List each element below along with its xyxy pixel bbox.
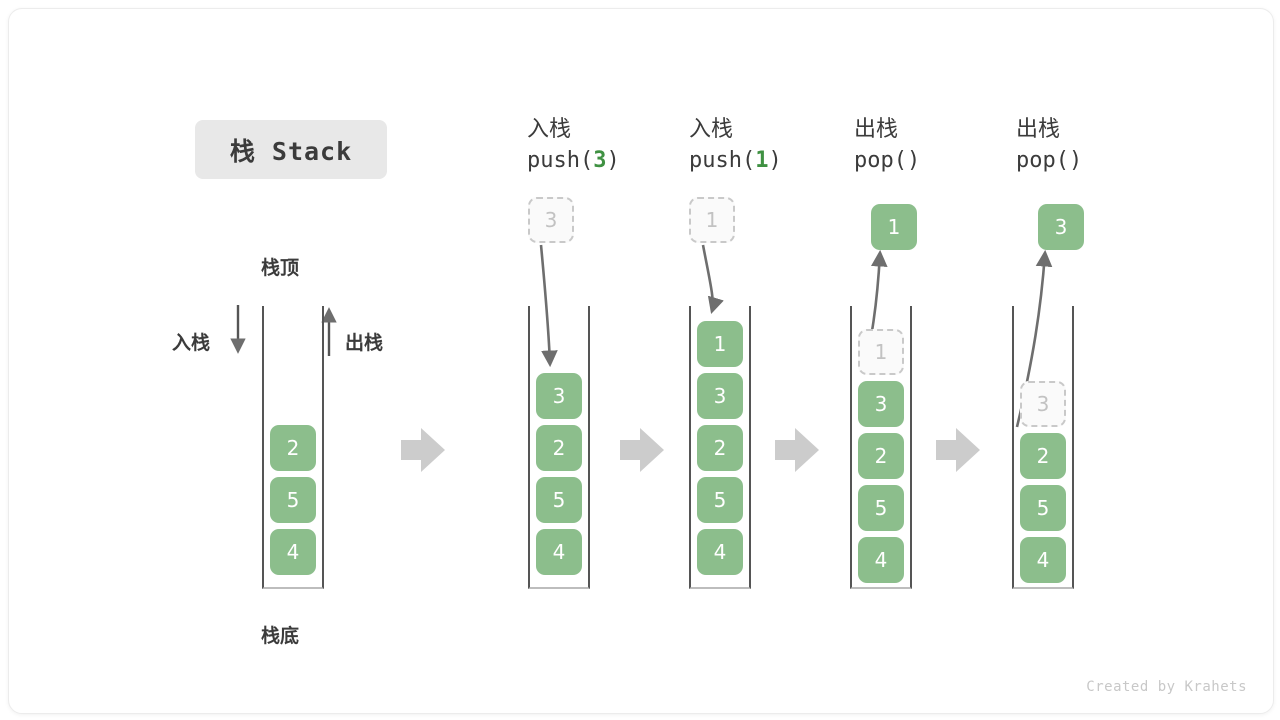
push-direction-label: 入栈 [172, 332, 211, 354]
stack-frame-push-3 [528, 306, 590, 589]
step-op-arg: 1 [755, 148, 769, 173]
footer-credit: Created by Krahets [1086, 679, 1247, 695]
step-op-label: 入栈 [527, 117, 572, 142]
stack-cell: 5 [697, 477, 743, 523]
stack-frame-pop-3 [1012, 306, 1074, 589]
step-separator-arrow-4 [936, 428, 980, 472]
floating-ghost-cell: 1 [689, 197, 735, 243]
stack-ghost-cell: 1 [858, 329, 904, 375]
stack-cell: 4 [697, 529, 743, 575]
stack-frame-pop-1 [850, 306, 912, 589]
stack-cell: 4 [536, 529, 582, 575]
stack-cell: 3 [536, 373, 582, 419]
stack-cell: 4 [1020, 537, 1066, 583]
step-op-code: pop() [1016, 148, 1083, 173]
stack-cell: 3 [858, 381, 904, 427]
stack-ghost-cell: 3 [1020, 381, 1066, 427]
step-op-arg: 3 [593, 148, 607, 173]
step-header-push-1: 入栈 push(1) [689, 115, 859, 177]
stack-cell: 3 [697, 373, 743, 419]
step-header-pop-1: 出栈 pop() [854, 115, 1024, 177]
stack-cell: 2 [697, 425, 743, 471]
stack-top-label: 栈顶 [261, 257, 300, 279]
stack-bottom-label: 栈底 [261, 625, 300, 647]
step-separator-arrow-2 [620, 428, 664, 472]
floating-popped-cell: 1 [871, 204, 917, 250]
stack-cell: 2 [858, 433, 904, 479]
stack-cell: 5 [536, 477, 582, 523]
stack-cell: 1 [697, 321, 743, 367]
step-separator-arrow-1 [401, 428, 445, 472]
stack-frame-initial [262, 306, 324, 589]
stack-cell: 4 [270, 529, 316, 575]
stack-cell: 4 [858, 537, 904, 583]
push-1-curve-arrow [701, 244, 724, 314]
step-op-code: push(3) [527, 148, 620, 173]
step-op-code: push(1) [689, 148, 782, 173]
diagram-card: 栈 Stack 入栈 push(3) 入栈 push(1) 出栈 pop() 出… [8, 8, 1274, 714]
title-badge: 栈 Stack [195, 120, 387, 179]
stack-cell: 2 [270, 425, 316, 471]
stack-cell: 2 [536, 425, 582, 471]
title-badge-label: 栈 Stack [229, 136, 353, 166]
stack-frame-push-1 [689, 306, 751, 589]
stack-cell: 5 [270, 477, 316, 523]
step-op-label: 入栈 [689, 117, 734, 142]
floating-popped-cell: 3 [1038, 204, 1084, 250]
step-op-label: 出栈 [1016, 117, 1061, 142]
stack-cell: 2 [1020, 433, 1066, 479]
step-header-pop-3: 出栈 pop() [1016, 115, 1186, 177]
step-separator-arrow-3 [775, 428, 819, 472]
step-header-push-3: 入栈 push(3) [527, 115, 697, 177]
pop-direction-label: 出栈 [345, 332, 384, 354]
stack-cell: 5 [858, 485, 904, 531]
stack-cell: 5 [1020, 485, 1066, 531]
step-op-label: 出栈 [854, 117, 899, 142]
floating-ghost-cell: 3 [528, 197, 574, 243]
step-op-code: pop() [854, 148, 921, 173]
